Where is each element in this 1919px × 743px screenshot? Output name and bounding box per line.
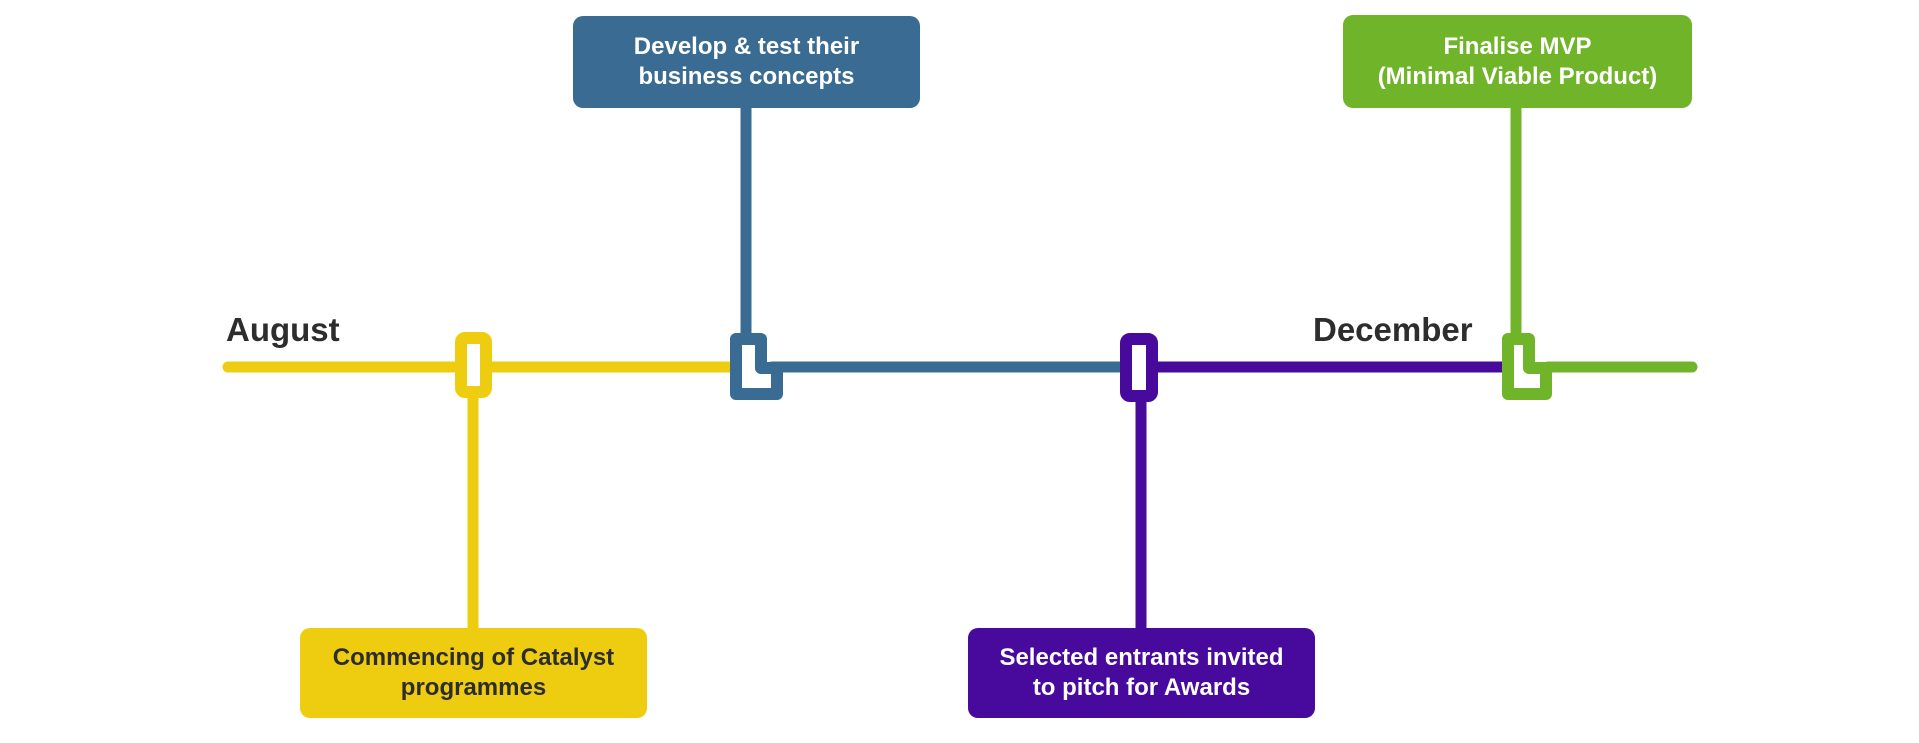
milestone-card-mvp: Finalise MVP (Minimal Viable Product) [1343, 15, 1692, 108]
marker-develop [730, 333, 783, 400]
milestone-card-pitch: Selected entrants invited to pitch for A… [968, 628, 1315, 718]
milestone-card-develop: Develop & test their business concepts [573, 16, 920, 108]
marker-mvp [1502, 333, 1552, 400]
timeline-end-label: December [1313, 311, 1473, 348]
milestone-card-mvp-text: Finalise MVP (Minimal Viable Product) [1377, 32, 1658, 90]
marker-pitch [1120, 333, 1158, 402]
milestone-card-catalyst-text: Commencing of Catalyst programmes [332, 644, 615, 701]
timeline-start-label: August [226, 311, 340, 348]
milestone-card-pitch-text: Selected entrants invited to pitch for A… [999, 644, 1284, 701]
milestone-card-catalyst: Commencing of Catalyst programmes [300, 628, 647, 718]
marker-catalyst [455, 332, 492, 398]
milestone-card-develop-text: Develop & test their business concepts [633, 33, 860, 90]
